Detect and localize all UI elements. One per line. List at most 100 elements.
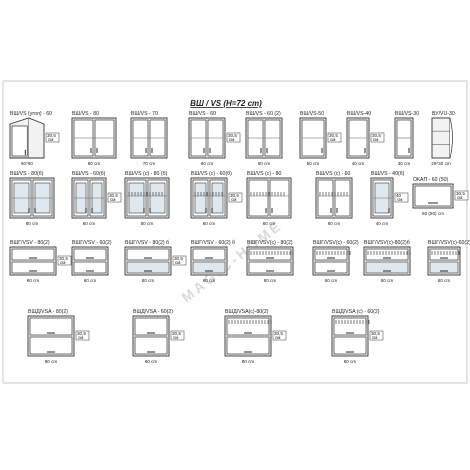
cabinet-label: ВШ/VS (с) - 60(б) — [191, 171, 232, 177]
height-unit: см — [229, 137, 234, 142]
height-unit: см — [457, 195, 462, 200]
lift-flap — [73, 248, 107, 261]
height-label: 30,5 — [372, 133, 381, 138]
width-label: 70 cm — [143, 161, 156, 166]
cabinet-11: ВШ/VS (с) - 80 (б)80 cm — [124, 171, 170, 226]
width-label: 29*30 cm — [431, 161, 451, 166]
cabinet-label: ВШ/VS - 60 (2) — [246, 111, 281, 117]
height-unit: см — [175, 260, 180, 265]
height-box — [272, 330, 287, 341]
width-label: 60 cm — [258, 161, 271, 166]
width-label: 50 cm — [307, 161, 320, 166]
cabinet-label: ВШГ/VSV - 80(2) б — [125, 240, 169, 246]
width-label: 60 cm — [328, 221, 341, 226]
cabinet-label: ВШГ/VSV(с)-80(2)б — [364, 240, 410, 246]
width-label: 80 cm — [26, 221, 39, 226]
cabinet-label: ВШД/VSA - 80(2) — [28, 309, 68, 315]
height-unit: см — [60, 260, 65, 265]
height-unit: см — [330, 137, 335, 142]
height-label: 30,5 — [174, 256, 183, 261]
height-unit: см — [231, 197, 236, 202]
cabinet-label: ВШ/VS-30 — [395, 111, 419, 117]
door — [317, 179, 334, 217]
height-unit: см — [275, 335, 280, 340]
height-box — [172, 255, 187, 266]
width-label: 60 cm — [325, 278, 338, 283]
door — [248, 179, 269, 217]
lift-flap — [134, 317, 168, 336]
cabinet-label: ВШ/VS (с) - 80 (б) — [125, 171, 168, 177]
lift-flap — [29, 336, 73, 355]
height-box — [226, 132, 241, 143]
cabinet-label: ВШ/VS - 60(б) — [72, 171, 106, 177]
height-label: 30,5 — [77, 331, 86, 336]
height-label: 30,5 — [274, 331, 283, 336]
height-box — [170, 330, 185, 341]
width-label: 40 cm — [352, 161, 365, 166]
sheet-title: ВШ / VS (H=72 cm) — [190, 99, 262, 108]
open-carcass — [431, 117, 451, 159]
cabinet-label: ВШ/VS-50 — [300, 111, 324, 117]
hood-door — [414, 185, 452, 207]
height-label: 30,5 — [228, 133, 237, 138]
cabinet-label: ВШ/VS (с) - 80 — [247, 171, 282, 177]
cabinet-24: ВШГ/VSV(с)-60(2)б60 cm — [427, 240, 470, 283]
lift-flap — [248, 261, 292, 274]
cabinet-label: ВШ/VS-40 — [347, 111, 371, 117]
cabinet-23: ВШГ/VSV(с)-80(2)б80 cm — [363, 240, 411, 283]
height-box — [327, 132, 342, 143]
glass-flap — [192, 261, 226, 274]
cabinet-label: ВШГ/VSV - 80(2) — [10, 240, 50, 246]
glass-panel — [211, 182, 224, 214]
lift-flap — [333, 336, 367, 355]
glass-panel — [194, 182, 207, 214]
cabinet-label: ВШ/VS (угол) - 60 — [10, 111, 52, 117]
width-label: 80 cm — [142, 278, 155, 283]
width-label: 30 cm — [398, 161, 411, 166]
width-label: 80 cm — [201, 161, 214, 166]
glass-panel — [128, 182, 145, 214]
height-box — [228, 192, 243, 203]
width-label: 40 cm — [376, 221, 389, 226]
width-label: 60 cm — [145, 359, 158, 364]
width-label: 60*60 — [21, 161, 33, 166]
height-unit: см — [110, 197, 115, 202]
cabinet-9: ВШ/VS - 80(б)80 cm — [9, 171, 55, 226]
cabinet-label: ВШД/VSA(с)-80(2) — [225, 309, 269, 315]
cabinet-19: ВШГ/VSV - 80(2) б 80 cm 30,5см — [124, 240, 187, 283]
height-box — [57, 255, 72, 266]
cabinet-2: ВШ/VS - 70 70 cm — [130, 111, 168, 166]
cabinet-label: ВШ/VS (с) - 60 — [316, 171, 351, 177]
cabinet-label: ВШГ/VSV(с)-60(2)б — [428, 240, 470, 246]
cabinet-label: ВУ/VU-30 — [432, 111, 455, 117]
width-label: 80 cm — [27, 278, 40, 283]
height-box — [454, 190, 469, 201]
height-label: 30,5 — [172, 331, 181, 336]
lift-flap — [73, 261, 107, 274]
height-label: 30,5 — [371, 331, 380, 336]
cabinet-label: ВШ/VS - 70 — [131, 111, 158, 117]
width-label: 60 cm — [344, 359, 357, 364]
cabinet-22: ВШГ/VSV(с) - 60(2)60 cm — [312, 240, 359, 283]
width-label: 60 (50) cm — [422, 211, 444, 216]
cabinet-label: ВШГ/VSV - 60(2) — [72, 240, 112, 246]
width-label: 60 cm — [203, 221, 216, 226]
height-unit: см — [173, 335, 178, 340]
lift-flap — [11, 248, 55, 261]
width-label: 60 cm — [203, 278, 216, 283]
cabinet-21: ВШГ/VSV(с) - 80(2)80 cm — [246, 240, 294, 283]
width-label: 80 cm — [264, 278, 277, 283]
cabinet-4: ВШ/VS - 60 (2) 60 cm — [245, 111, 283, 166]
height-box — [369, 330, 384, 341]
